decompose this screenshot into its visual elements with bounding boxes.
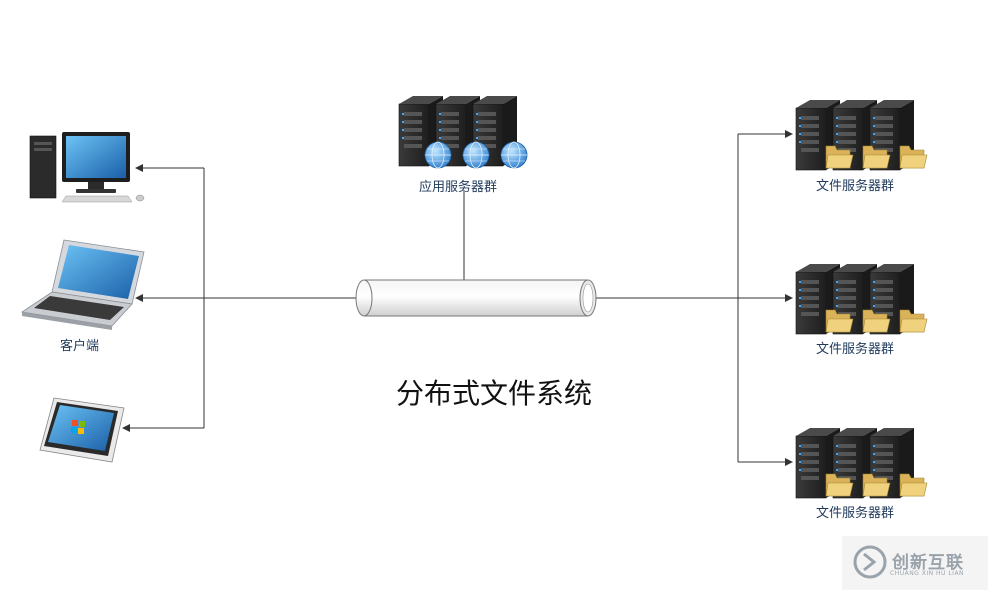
tablet-icon (39, 397, 125, 463)
file-server-group-icon-3 (795, 427, 928, 499)
connections (122, 130, 793, 466)
file-server-group-label-3: 文件服务器群 (816, 506, 895, 521)
desktop-computer-icon (29, 132, 145, 203)
file-server-group-icon-2 (795, 263, 928, 335)
file-server-group-label-1: 文件服务器群 (816, 179, 895, 194)
file-server-group-label-2: 文件服务器群 (816, 342, 895, 357)
app-server-group-icon (398, 95, 528, 169)
app-server-group-label: 应用服务器群 (419, 180, 498, 195)
file-server-group-icon-1 (795, 99, 928, 171)
dfs-pipe (355, 279, 597, 317)
watermark-subtext: CHUANG XIN HU LIAN (890, 570, 965, 577)
client-label: 客户端 (60, 339, 100, 354)
watermark-logo-icon (842, 536, 988, 590)
watermark-text: 创新互联 (892, 553, 964, 573)
laptop-icon (20, 239, 145, 330)
diagram-title: 分布式文件系统 (395, 377, 592, 410)
